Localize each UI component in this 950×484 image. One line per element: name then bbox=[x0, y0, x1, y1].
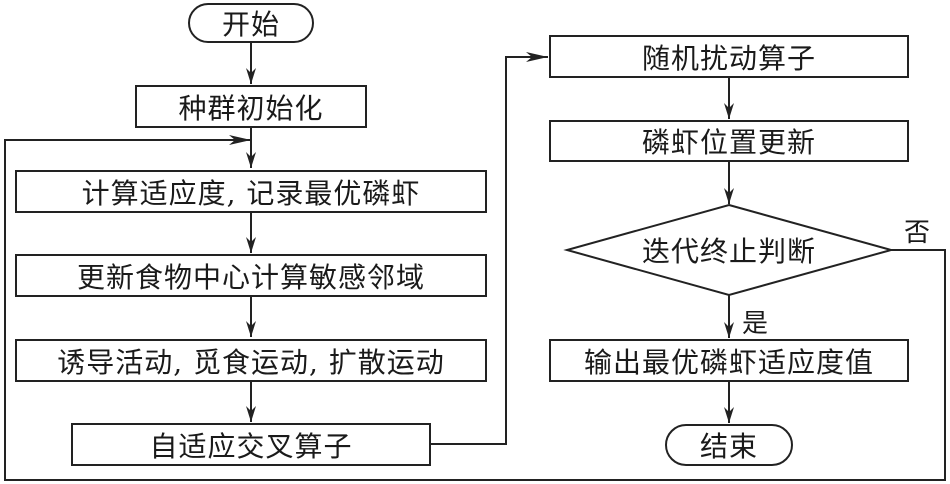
position-update-node: 磷虾位置更新 bbox=[549, 120, 909, 162]
yes-label: 是 bbox=[742, 309, 769, 339]
perturb-node: 随机扰动算子 bbox=[549, 35, 909, 78]
decision-diamond bbox=[563, 203, 895, 297]
edge-decision-no-loop bbox=[4, 135, 946, 481]
no-label: 否 bbox=[904, 218, 931, 248]
crossover-node: 自适应交叉算子 bbox=[71, 423, 431, 466]
motion-node: 诱导活动, 觅食运动, 扩散运动 bbox=[15, 339, 487, 382]
edge-crossover-perturb bbox=[430, 52, 548, 445]
output-node: 输出最优磷虾适应度值 bbox=[549, 339, 909, 382]
start-node: 开始 bbox=[188, 3, 314, 43]
end-node: 结束 bbox=[665, 424, 793, 466]
init-node: 种群初始化 bbox=[135, 85, 367, 128]
decision-label: 迭代终止判断 bbox=[641, 235, 816, 268]
fitness-node: 计算适应度, 记录最优磷虾 bbox=[15, 170, 487, 213]
update-food-node: 更新食物中心计算敏感邻域 bbox=[15, 254, 487, 297]
